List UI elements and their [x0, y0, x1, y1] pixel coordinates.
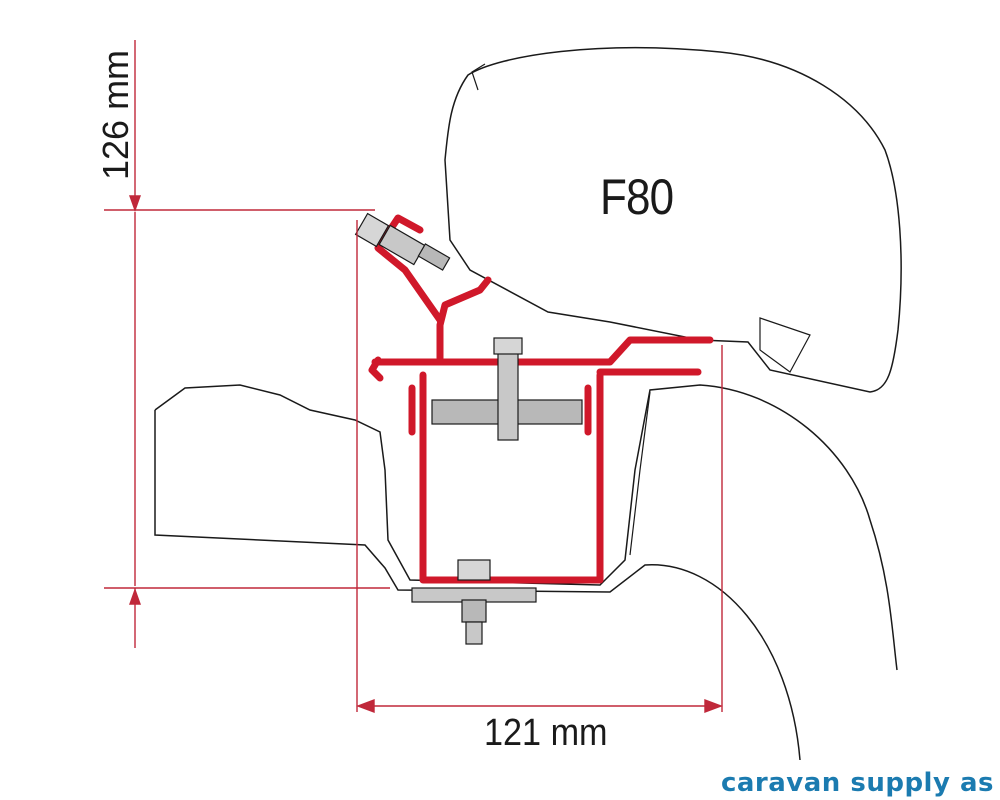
vehicle-roof: [154, 384, 898, 671]
awning-housing-detail: [471, 63, 811, 373]
height-dimension-label: 126 mm: [95, 49, 136, 180]
model-label: F80: [600, 169, 674, 225]
dimension-lines: [104, 40, 723, 714]
adapter-bracket: [368, 214, 714, 584]
watermark-brand: caravan supply as: [720, 768, 994, 798]
vehicle-roof-rail: [629, 391, 651, 556]
mounting-hardware: [354, 212, 583, 645]
width-dimension-label: 121 mm: [484, 712, 608, 754]
vehicle-roof-inner: [154, 410, 801, 761]
awning-housing: [444, 46, 902, 393]
